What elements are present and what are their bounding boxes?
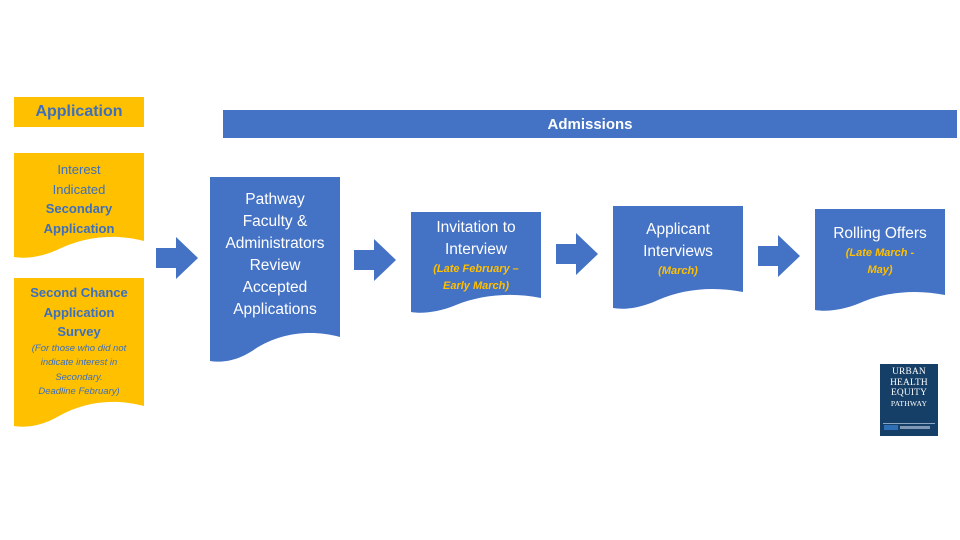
logo-text: URBAN HEALTH EQUITY PATHWAY	[880, 367, 938, 409]
invitation-doc-shape	[411, 212, 541, 313]
offers-date-2: May)	[867, 264, 893, 276]
offers-doc-text: Rolling Offers (Late March - May)	[815, 223, 945, 279]
flow-arrow-3	[556, 233, 598, 275]
logo-line-2: HEALTH	[890, 377, 928, 388]
second-chance-doc-shape	[14, 278, 144, 427]
logo-affiliation-mark	[900, 426, 930, 429]
flow-arrow-2	[354, 239, 396, 281]
review-doc-shape	[210, 177, 340, 362]
interest-indicated-doc: Interest Indicated Secondary Application	[14, 153, 144, 263]
interest-line-4: Application	[43, 220, 115, 236]
review-line-4: Review	[249, 257, 301, 274]
logo-affiliation-strip	[883, 423, 935, 432]
second-chance-note-1: (For those who did not	[31, 342, 127, 354]
flow-arrow-1	[156, 237, 198, 279]
review-doc-text: Pathway Faculty & Administrators Review …	[210, 189, 340, 321]
interest-doc-shape	[14, 153, 144, 258]
invitation-step-doc: Invitation to Interview (Late February –…	[411, 212, 541, 317]
second-chance-survey-doc: Second Chance Application Survey (For th…	[14, 278, 144, 436]
invitation-line-2: Interview	[444, 241, 508, 258]
interviews-step-doc: Applicant Interviews (March)	[613, 206, 743, 314]
interviews-line-2: Interviews	[643, 243, 713, 260]
review-line-1: Pathway	[245, 191, 305, 208]
review-line-2: Faculty &	[242, 213, 308, 230]
second-chance-note-2: indicate interest in	[40, 357, 118, 368]
urban-health-equity-pathway-logo: URBAN HEALTH EQUITY PATHWAY	[880, 364, 938, 436]
second-chance-doc-text: Second Chance Application Survey (For th…	[14, 283, 144, 400]
interviews-date-1: (March)	[658, 265, 698, 277]
logo-line-1: URBAN	[892, 367, 926, 377]
interest-doc-text: Interest Indicated Secondary Application	[14, 160, 144, 238]
review-step-doc: Pathway Faculty & Administrators Review …	[210, 177, 340, 372]
interviews-line-1: Applicant	[646, 221, 710, 238]
offers-doc-shape	[815, 209, 945, 311]
invitation-date-1: (Late February –	[433, 263, 519, 275]
invitation-doc-text: Invitation to Interview (Late February –…	[411, 217, 541, 295]
interest-line-2: Indicated	[52, 181, 106, 197]
flow-arrow-4	[758, 235, 800, 277]
review-line-6: Applications	[233, 301, 317, 318]
interviews-doc-shape	[613, 206, 743, 309]
interest-line-3: Secondary	[45, 201, 113, 216]
admissions-header: Admissions	[223, 110, 957, 138]
review-line-5: Accepted	[242, 279, 308, 296]
second-chance-note-3: Secondary.	[55, 371, 103, 383]
review-line-3: Administrators	[225, 235, 325, 252]
application-header: Application	[14, 97, 144, 127]
offers-date-1: (Late March -	[845, 247, 915, 259]
logo-line-4: PATHWAY	[890, 398, 928, 408]
second-chance-line-1: Second Chance	[30, 285, 128, 300]
second-chance-line-2: Application	[43, 304, 115, 320]
invitation-date-2: Early March)	[442, 280, 510, 292]
logo-line-3: EQUITY	[890, 388, 928, 399]
second-chance-line-3: Survey	[57, 324, 101, 339]
offers-line-1: Rolling Offers	[833, 225, 927, 242]
invitation-line-1: Invitation to	[436, 219, 516, 236]
interest-line-1: Interest	[57, 162, 101, 177]
second-chance-note-4: Deadline February)	[38, 386, 120, 397]
interviews-doc-text: Applicant Interviews (March)	[613, 219, 743, 280]
logo-badge	[884, 425, 898, 430]
offers-step-doc: Rolling Offers (Late March - May)	[815, 209, 945, 315]
